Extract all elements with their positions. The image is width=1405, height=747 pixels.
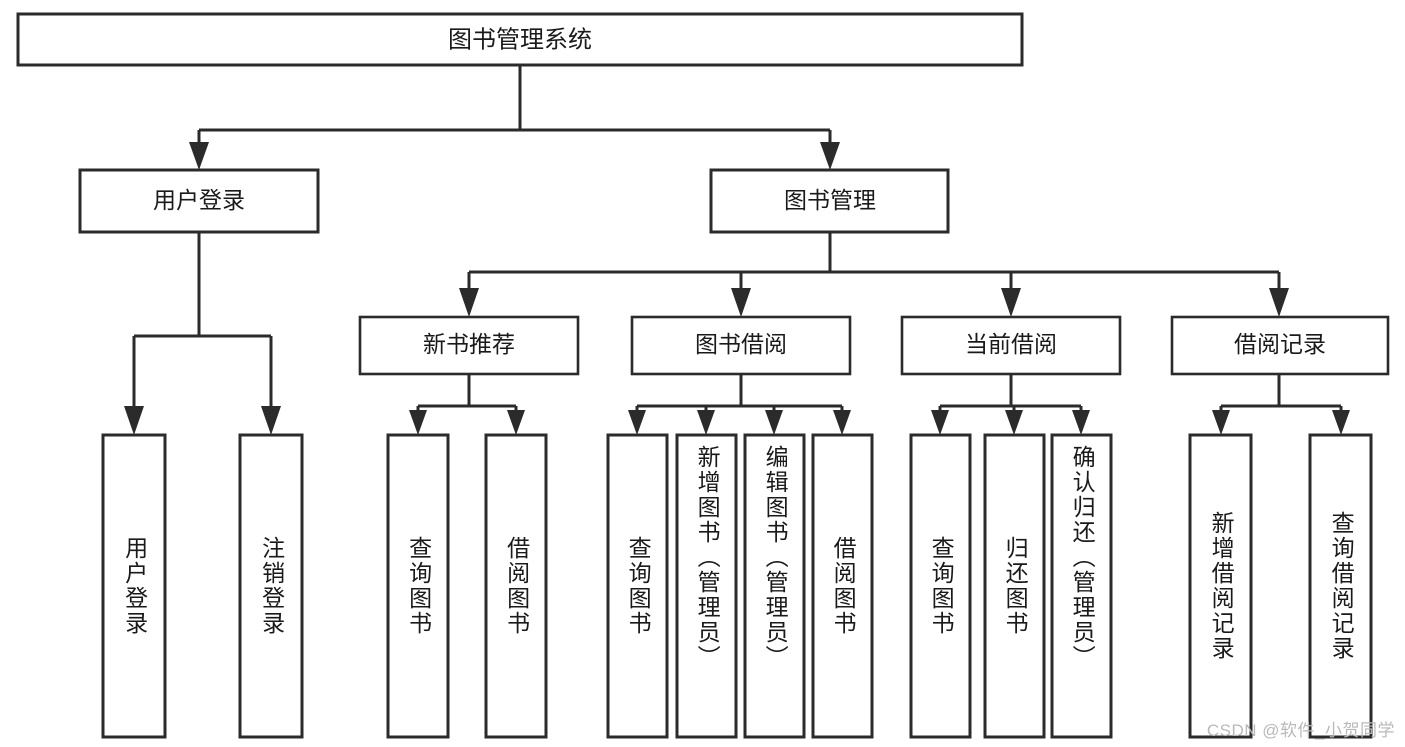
node-leaf-add-book-box[interactable] <box>675 433 738 739</box>
connector-group-book-borrow <box>628 374 851 435</box>
node-book-borrow-label: 图书借阅 <box>695 331 787 357</box>
arrowhead-new-book-recommend <box>459 288 479 317</box>
node-leaf-borrow-book-box[interactable] <box>811 433 874 739</box>
arrowhead-leaf-logout <box>261 406 281 435</box>
arrowhead-user-login <box>189 142 209 170</box>
node-new-book-recommend-box <box>358 315 580 376</box>
node-leaf-query-book-current-box[interactable] <box>909 433 972 739</box>
node-leaf-add-borrow-record-box[interactable] <box>1188 433 1253 739</box>
arrowhead-leaf-query-book-current <box>931 410 949 435</box>
arrowhead-book-management <box>820 142 840 170</box>
node-current-borrow[interactable]: 当前借阅 <box>900 315 1122 376</box>
arrowhead-leaf-confirm-return <box>1072 410 1090 435</box>
arrowhead-leaf-borrow-book-new <box>507 410 525 435</box>
arrowhead-leaf-borrow-book <box>833 410 851 435</box>
node-book-borrow-box <box>630 315 852 376</box>
node-root[interactable]: 图书管理系统 <box>16 12 1024 67</box>
node-borrow-record-box <box>1170 315 1390 376</box>
arrowhead-leaf-user-login <box>124 406 144 435</box>
node-borrow-record-label: 借阅记录 <box>1234 331 1326 357</box>
node-new-book-recommend[interactable]: 新书推荐 <box>358 315 580 376</box>
node-current-borrow-box <box>900 315 1122 376</box>
node-leaf-confirm-return-box[interactable] <box>1050 433 1113 739</box>
node-new-book-recommend-label: 新书推荐 <box>423 331 515 357</box>
node-leaf-edit-book-box[interactable] <box>743 433 806 739</box>
arrowhead-current-borrow <box>1001 288 1021 317</box>
node-borrow-record[interactable]: 借阅记录 <box>1170 315 1390 376</box>
node-leaf-user-login-box[interactable] <box>101 433 167 739</box>
node-user-login-box <box>78 168 320 234</box>
arrowhead-leaf-add-book <box>697 410 715 435</box>
arrowhead-leaf-add-borrow-record <box>1212 410 1230 435</box>
node-root-box <box>16 12 1024 67</box>
node-leaf-query-borrow-record-box[interactable] <box>1308 433 1373 739</box>
arrowhead-leaf-query-book-new <box>409 410 427 435</box>
connector-group-new-book-recommend <box>409 374 525 435</box>
node-book-borrow[interactable]: 图书借阅 <box>630 315 852 376</box>
arrowhead-book-borrow <box>731 288 751 317</box>
node-leaf-borrow-book-new-box[interactable] <box>484 433 548 739</box>
connector-group-current-borrow <box>931 374 1090 435</box>
arrowhead-borrow-record <box>1269 288 1289 317</box>
node-current-borrow-label: 当前借阅 <box>965 331 1057 357</box>
arrowhead-leaf-query-book-borrow <box>628 410 646 435</box>
node-user-login[interactable]: 用户登录 <box>78 168 320 234</box>
arrowhead-leaf-return-book <box>1005 410 1023 435</box>
connector-group-book-management <box>459 232 1289 317</box>
connector-group-borrow-record <box>1212 374 1350 435</box>
node-leaf-logout-box[interactable] <box>238 433 304 739</box>
node-leaf-query-book-new-box[interactable] <box>386 433 450 739</box>
arrowhead-leaf-edit-book <box>765 410 783 435</box>
node-book-management-label: 图书管理 <box>784 187 876 213</box>
watermark-text: CSDN @软件_小贺同学 <box>1206 721 1395 740</box>
connector-group-root <box>189 65 840 170</box>
node-root-label: 图书管理系统 <box>448 26 592 53</box>
connector-group-user-login <box>124 232 281 435</box>
node-leaf-return-book-box[interactable] <box>983 433 1046 739</box>
node-leaf-query-book-borrow-box[interactable] <box>606 433 669 739</box>
node-user-login-label: 用户登录 <box>153 187 245 213</box>
node-book-management-box <box>709 168 950 234</box>
node-book-management[interactable]: 图书管理 <box>709 168 950 234</box>
arrowhead-leaf-query-borrow-record <box>1332 410 1350 435</box>
